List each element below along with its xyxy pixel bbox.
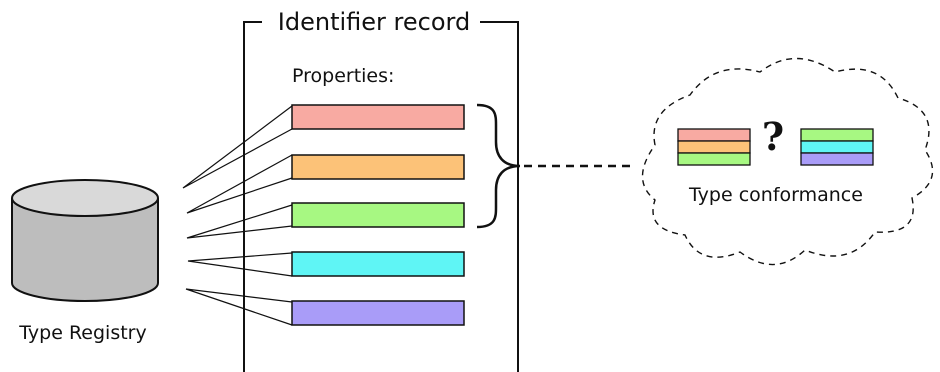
type-registry-label: Type Registry bbox=[18, 322, 146, 344]
lookup-wedges bbox=[182, 105, 293, 326]
lookup-wedge-2 bbox=[186, 154, 293, 214]
right-stack-bar-1 bbox=[800, 128, 874, 142]
lookup-wedge-3 bbox=[186, 204, 293, 239]
question-mark: ? bbox=[762, 114, 784, 159]
properties-label: Properties: bbox=[292, 65, 394, 87]
cylinder-top bbox=[11, 179, 159, 217]
lookup-wedge-1 bbox=[182, 105, 293, 189]
left-stack-bar-1 bbox=[677, 128, 751, 142]
property-bars bbox=[291, 104, 465, 326]
lookup-wedge-5 bbox=[185, 288, 293, 326]
record-frame bbox=[243, 21, 519, 372]
right-stack-bar-2 bbox=[800, 140, 874, 154]
cylinder-body bbox=[11, 198, 159, 302]
property-bar-5 bbox=[291, 300, 465, 326]
property-bar-2 bbox=[291, 154, 465, 180]
record-title: Identifier record bbox=[278, 8, 470, 36]
property-bar-1 bbox=[291, 104, 465, 130]
conformance-left-stack bbox=[677, 128, 751, 166]
left-stack-bar-3 bbox=[677, 152, 751, 166]
curly-brace bbox=[476, 103, 521, 229]
conformance-right-stack bbox=[800, 128, 874, 166]
lookup-wedge-4 bbox=[187, 252, 293, 277]
type-registry-database bbox=[11, 179, 159, 302]
property-bar-3 bbox=[291, 202, 465, 228]
left-stack-bar-2 bbox=[677, 140, 751, 154]
right-stack-bar-3 bbox=[800, 152, 874, 166]
thought-cloud bbox=[641, 57, 934, 266]
property-bar-4 bbox=[291, 251, 465, 277]
type-conformance-label: Type conformance bbox=[688, 184, 863, 206]
